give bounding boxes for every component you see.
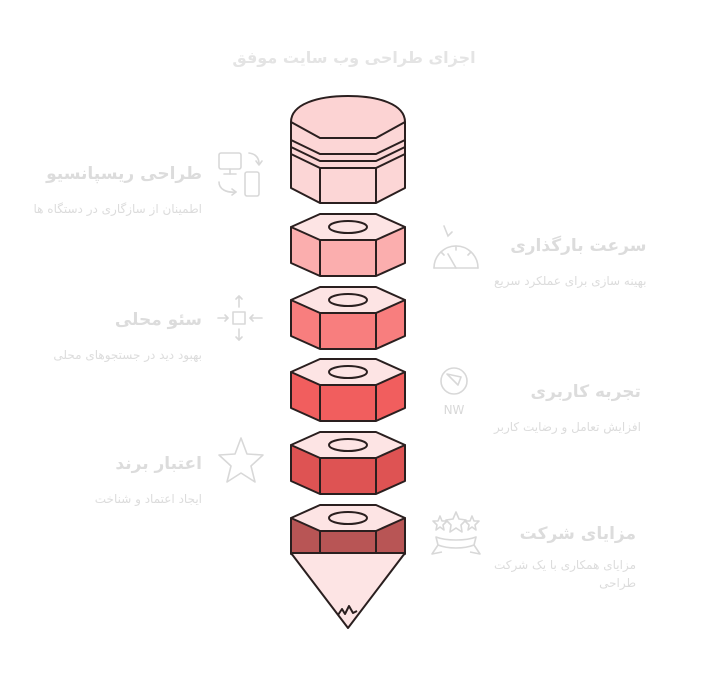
responsive-devices-icon — [218, 152, 263, 197]
cap-top — [290, 95, 406, 139]
hex-nut-1 — [290, 213, 406, 277]
cap-band-3 — [290, 153, 406, 169]
hex-nut-3 — [290, 358, 406, 422]
hex-nut-hole — [328, 365, 368, 379]
heading-local-seo: سئو محلی — [114, 310, 202, 330]
label-company: مزایای شرکت مزایای همکاری با یک شرکت طرا… — [494, 522, 636, 592]
label-speed: سرعت بارگذاری بهینه سازی برای عملکرد سری… — [494, 234, 646, 290]
compass-icon-label: NW — [444, 403, 465, 417]
hex-nut-hole — [328, 511, 368, 525]
pencil-tip — [290, 552, 406, 629]
hex-nut-4 — [290, 431, 406, 495]
cap-band-2 — [290, 146, 406, 162]
cap-band-1 — [290, 139, 406, 155]
speedometer-icon — [433, 225, 479, 269]
label-ux: تجربه کاربری افزایش تعامل و رضایت کاربر — [494, 380, 641, 436]
label-responsive: طراحی ریسپانسیو اطمینان از سازگاری در دس… — [33, 162, 202, 218]
pencil-lead — [337, 605, 358, 616]
diagram-title: اجزای طراحی وب سایت موفق — [232, 48, 476, 67]
stars-ribbon-icon — [431, 511, 481, 555]
desc-ux: افزایش تعامل و رضایت کاربر — [494, 420, 641, 434]
label-local-seo: سئو محلی بهبود دید در جستجوهای محلی — [53, 308, 202, 364]
pencil-cap — [290, 95, 406, 204]
heading-brand: اعتبار برند — [115, 454, 202, 474]
heading-ux: تجربه کاربری — [530, 382, 641, 402]
move-arrows-icon — [217, 295, 263, 341]
hex-nut-hole — [328, 293, 368, 307]
desc-company-line-1: مزایای همکاری با یک شرکت — [494, 558, 637, 572]
heading-speed: سرعت بارگذاری — [510, 236, 647, 256]
desc-company-line-2: طراحی — [599, 576, 637, 590]
hex-nut-2 — [290, 286, 406, 350]
heading-company: مزایای شرکت — [519, 524, 637, 544]
hex-nut-hole — [328, 438, 368, 452]
star-icon — [218, 437, 264, 483]
desc-responsive: اطمینان از سازگاری در دستگاه ها — [33, 202, 202, 216]
desc-brand: ایجاد اعتماد و شناخت — [94, 492, 202, 506]
pencil-nuts — [290, 213, 406, 568]
compass-icon — [440, 367, 468, 395]
desc-local-seo: بهبود دید در جستجوهای محلی — [53, 348, 202, 362]
heading-responsive: طراحی ریسپانسیو — [46, 164, 202, 184]
hex-nut-hole — [328, 220, 368, 234]
label-brand: اعتبار برند ایجاد اعتماد و شناخت — [95, 452, 202, 508]
desc-speed: بهینه سازی برای عملکرد سریع — [494, 274, 647, 288]
desc-company: مزایای همکاری با یک شرکت طراحی — [494, 556, 636, 592]
